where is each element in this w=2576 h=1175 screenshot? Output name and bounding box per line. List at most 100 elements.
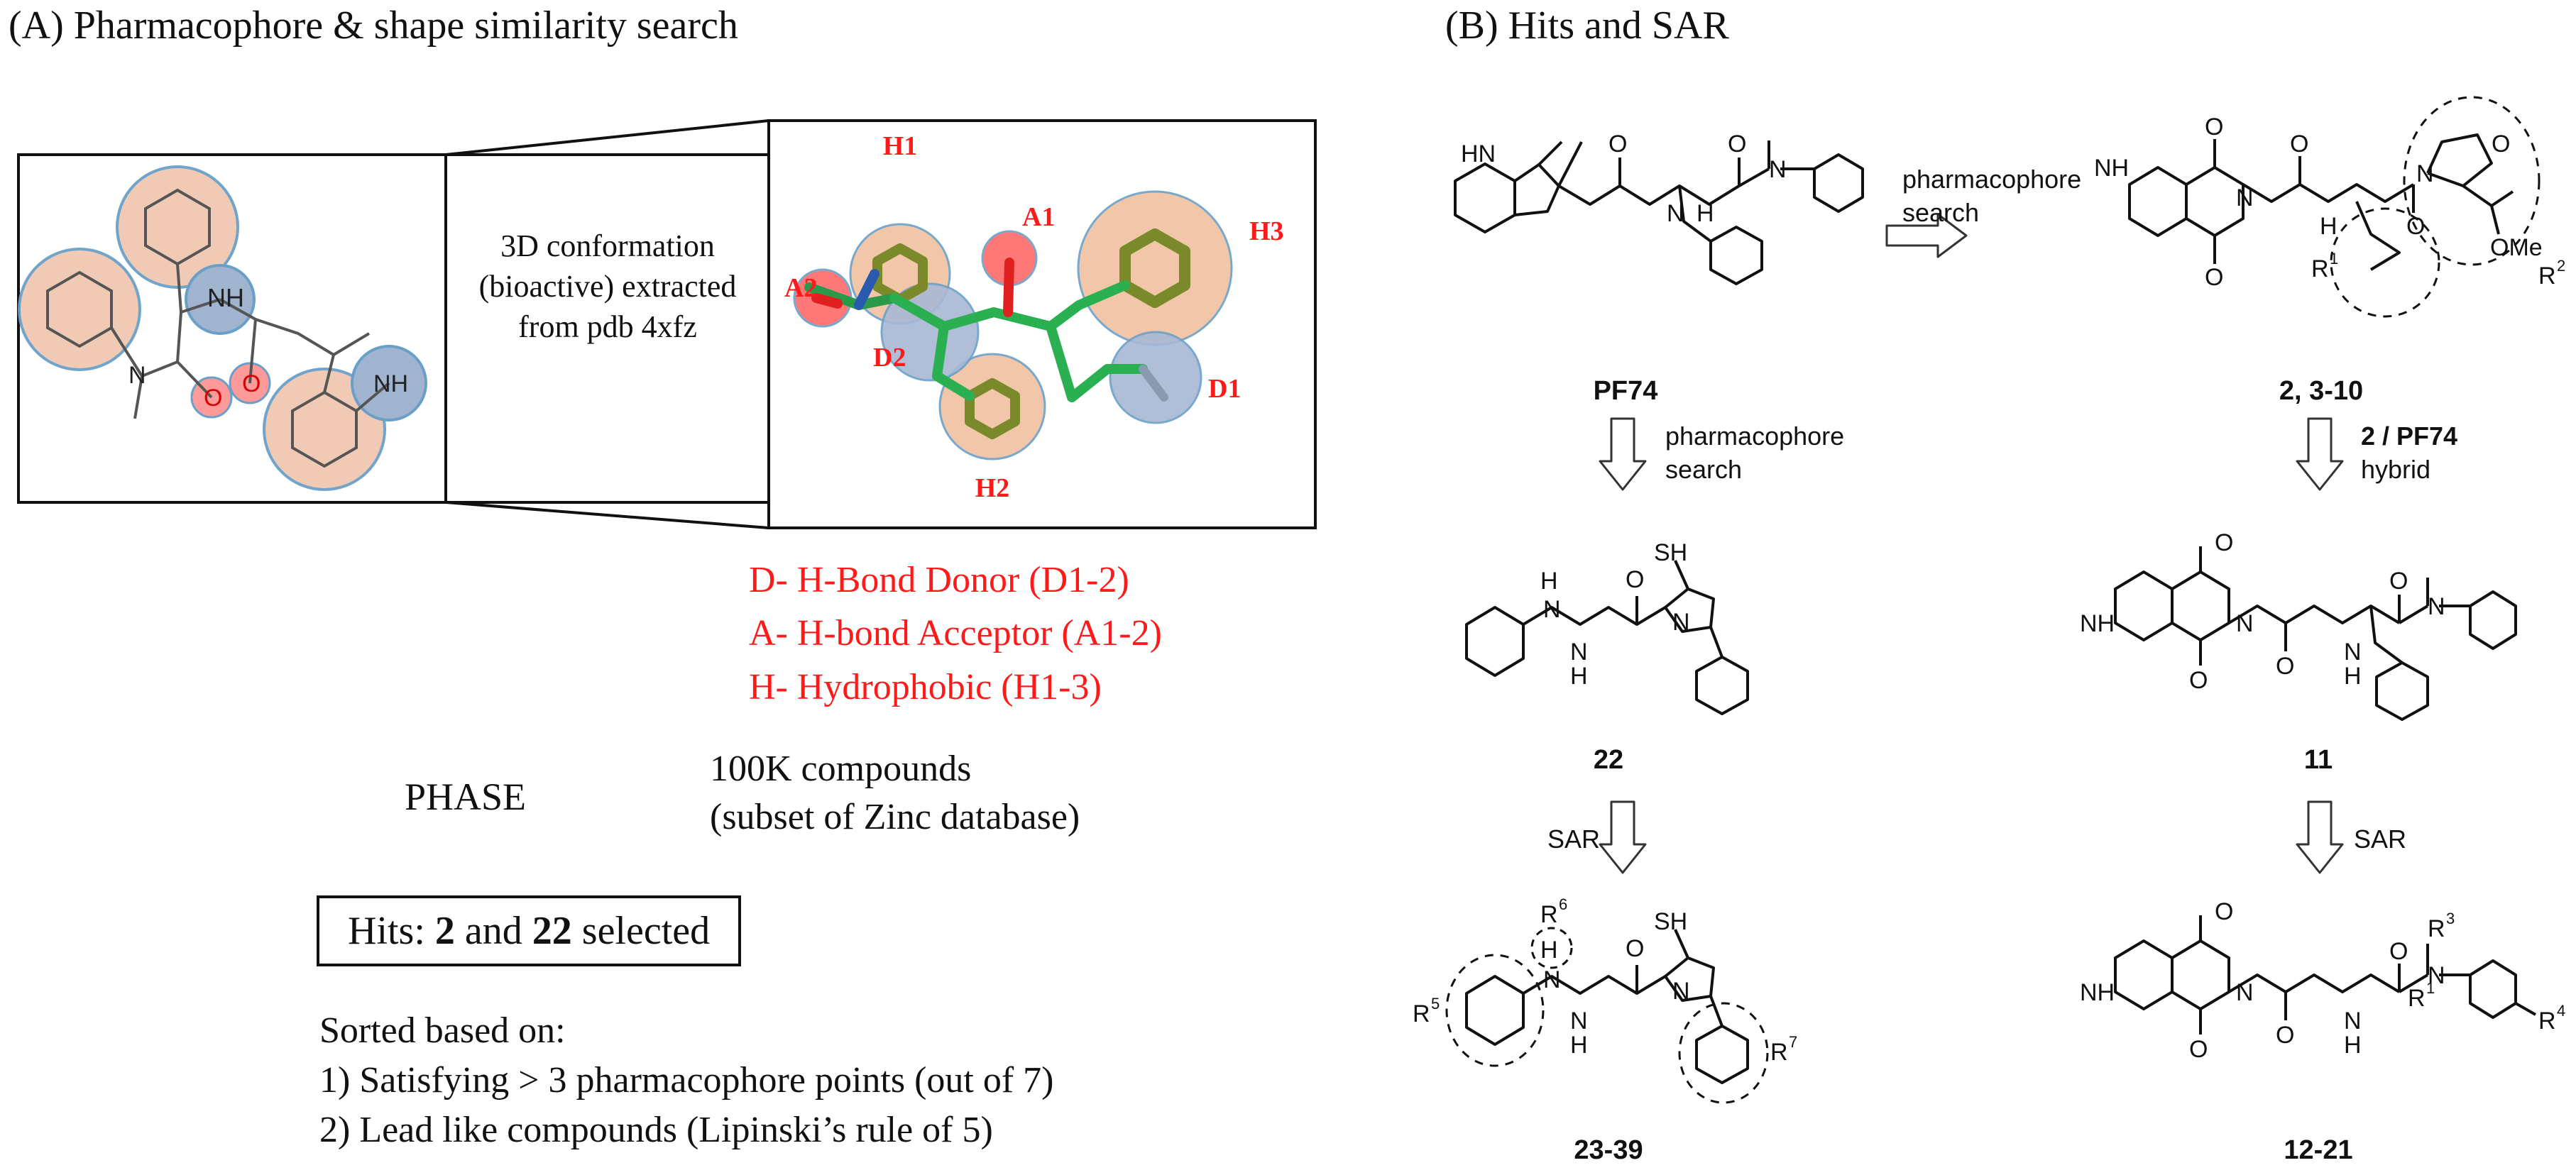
arrow-label-down-left: pharmacophore search	[1665, 421, 1845, 484]
svg-text:O: O	[2276, 653, 2294, 680]
svg-text:O: O	[2492, 131, 2510, 158]
pf74-2d-structure: NH NH N O O	[18, 165, 427, 491]
svg-text:O: O	[2290, 131, 2308, 158]
svg-text:N: N	[1672, 978, 1690, 1005]
compound-id-12-21: 12-21	[2284, 1135, 2353, 1165]
arrow-label-sar-right: SAR	[2354, 824, 2407, 854]
svg-text:2: 2	[2557, 257, 2565, 275]
hits-box: Hits: 2 and 22 selected	[317, 895, 742, 966]
svg-text:A1: A1	[1022, 202, 1055, 232]
compound-2-structure	[2128, 133, 2514, 271]
compound-id-23-39: 23-39	[1574, 1135, 1643, 1165]
svg-text:5: 5	[1431, 995, 1440, 1013]
pf74-structure	[1454, 140, 1864, 285]
svg-text:O: O	[2215, 529, 2233, 556]
svg-text:N: N	[2344, 1008, 2362, 1035]
phase-label: PHASE	[405, 776, 527, 818]
svg-text:O: O	[2189, 667, 2208, 694]
svg-text:R: R	[2311, 255, 2329, 282]
panel-b-title: (B) Hits and SAR	[1445, 4, 1729, 48]
svg-text:N: N	[1672, 609, 1690, 636]
sorting-criteria: Sorted based on: 1) Satisfying > 3 pharm…	[319, 1006, 1053, 1156]
legend-hydrophobic: H- Hydrophobic (H1-3)	[749, 666, 1102, 707]
right-arrow	[1885, 213, 1968, 258]
svg-text:R: R	[1540, 901, 1558, 928]
svg-text:N: N	[1543, 966, 1561, 993]
svg-text:NH: NH	[2094, 155, 2129, 182]
svg-text:1: 1	[2330, 250, 2338, 267]
pharmacophore-legend: D- H-Bond Donor (D1-2) A- H-bond Accepto…	[749, 553, 1162, 714]
svg-text:H1: H1	[883, 131, 918, 161]
svg-text:NH: NH	[2080, 610, 2115, 637]
svg-text:O: O	[204, 385, 222, 412]
panel-a-title: (A) Pharmacophore & shape similarity sea…	[9, 4, 738, 48]
svg-text:N: N	[1769, 156, 1787, 183]
legend-acceptor: A- H-bond Acceptor (A1-2)	[749, 613, 1162, 654]
compound-12-21-structure	[2114, 915, 2536, 1035]
svg-text:H: H	[1540, 568, 1558, 595]
svg-text:6: 6	[1559, 895, 1567, 913]
svg-text:SH: SH	[1654, 539, 1687, 566]
svg-text:H: H	[1570, 663, 1588, 690]
compound-id-22: 22	[1593, 745, 1624, 775]
svg-text:H: H	[1570, 1032, 1588, 1059]
svg-text:N: N	[2416, 160, 2434, 187]
svg-text:O: O	[2205, 264, 2223, 291]
svg-text:NH: NH	[2080, 979, 2115, 1006]
svg-text:R: R	[1413, 1000, 1430, 1027]
svg-text:D2: D2	[873, 343, 906, 373]
right-3d-box	[767, 119, 1317, 529]
svg-text:O: O	[2205, 114, 2223, 140]
compound-11-structure	[2114, 546, 2517, 721]
svg-text:NH: NH	[207, 283, 244, 312]
svg-text:O: O	[2189, 1036, 2208, 1063]
criterion-2: 2) Lead like compounds (Lipinski’s rule …	[319, 1110, 993, 1151]
arrow-label-right: pharmacophore search	[1902, 165, 2082, 227]
svg-text:4: 4	[2557, 1002, 2565, 1020]
svg-text:OMe: OMe	[2490, 234, 2543, 261]
svg-text:R: R	[2428, 915, 2445, 942]
svg-text:SH: SH	[1654, 908, 1687, 935]
panel-a-diagram: NH NH N O O H1 A1 H3 A2 D2 D	[17, 119, 1317, 529]
svg-text:N: N	[128, 362, 146, 389]
svg-text:D1: D1	[1208, 374, 1241, 404]
svg-text:N: N	[1570, 1008, 1588, 1035]
svg-text:R: R	[2538, 263, 2556, 289]
legend-donor: D- H-Bond Donor (D1-2)	[749, 560, 1129, 600]
compound-id-2: 2, 3-10	[2279, 376, 2364, 406]
svg-text:O: O	[1626, 566, 1644, 593]
svg-text:N: N	[2236, 610, 2254, 637]
criterion-1: 1) Satisfying > 3 pharmacophore points (…	[319, 1060, 1054, 1101]
down-arrow-left	[1599, 417, 1647, 491]
svg-text:3: 3	[2446, 910, 2455, 927]
svg-text:O: O	[2276, 1022, 2294, 1049]
svg-text:1: 1	[2426, 979, 2435, 997]
svg-text:H: H	[2344, 663, 2362, 690]
svg-text:O: O	[2215, 898, 2233, 925]
compound-23-39-structure	[1465, 929, 1749, 1084]
svg-text:R: R	[1770, 1039, 1788, 1066]
svg-text:H: H	[2344, 1032, 2362, 1059]
sar-arrow-right	[2296, 800, 2344, 874]
svg-text:H: H	[2320, 213, 2337, 240]
down-arrow-right	[2296, 417, 2344, 491]
svg-text:R: R	[2408, 985, 2426, 1012]
arrow-label-down-right: 2 / PF74 hybrid	[2361, 421, 2458, 484]
svg-text:N: N	[1667, 200, 1684, 227]
svg-text:NH: NH	[373, 370, 408, 397]
svg-text:O: O	[1626, 935, 1644, 962]
sar-arrow-left	[1599, 800, 1647, 874]
middle-box-text: 3D conformation (bioactive) extracted fr…	[478, 228, 737, 345]
svg-text:O: O	[2406, 213, 2425, 240]
svg-text:H: H	[1697, 200, 1714, 227]
compound-library: 100K compounds (subset of Zinc database)	[710, 749, 1080, 837]
compound-22-structure	[1465, 560, 1749, 715]
svg-text:H: H	[1540, 937, 1558, 964]
svg-text:N: N	[1570, 639, 1588, 666]
svg-text:7: 7	[1789, 1033, 1797, 1051]
svg-text:H3: H3	[1249, 216, 1284, 246]
svg-text:HN: HN	[1461, 140, 1496, 167]
svg-text:O: O	[1728, 131, 1746, 158]
svg-text:H2: H2	[975, 473, 1010, 503]
svg-text:O: O	[242, 370, 261, 397]
